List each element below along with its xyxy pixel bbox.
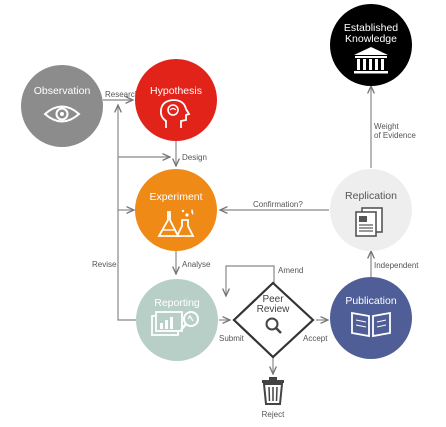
label-research: Research xyxy=(105,90,139,99)
reject-label: Reject xyxy=(262,410,285,419)
trash-bin-icon xyxy=(262,377,284,405)
label-revise: Revise xyxy=(92,260,117,269)
node-hypothesis: Hypothesis xyxy=(135,59,217,141)
label-confirmation: Confirmation? xyxy=(253,200,303,209)
observation-label: Observation xyxy=(34,85,91,97)
node-observation: Observation xyxy=(21,65,103,147)
reporting-label: Reporting xyxy=(154,297,200,309)
label-independent: Independent xyxy=(374,261,419,270)
label-amend: Amend xyxy=(278,266,303,275)
label-weight-line2: of Evidence xyxy=(374,131,416,140)
label-analyse: Analyse xyxy=(182,260,211,269)
edge-labels: Research Design Analyse Revise Submit Ac… xyxy=(92,90,419,343)
node-publication: Publication xyxy=(330,277,412,359)
eye-icon xyxy=(43,105,81,123)
edge-revise xyxy=(118,105,136,321)
experiment-label: Experiment xyxy=(149,191,202,203)
institution-building-icon xyxy=(354,47,388,74)
node-established-knowledge: Established Knowledge xyxy=(330,4,412,86)
node-reporting: Reporting xyxy=(136,279,218,361)
node-experiment: Experiment xyxy=(135,169,217,251)
documents-icon xyxy=(355,207,383,237)
node-replication: Replication xyxy=(330,169,412,251)
label-accept: Accept xyxy=(303,334,328,343)
charts-magnifier-icon xyxy=(151,311,199,336)
established-label-line1: Established xyxy=(344,22,398,34)
node-peer-review: Peer Review xyxy=(232,281,315,359)
established-label-line2: Knowledge xyxy=(345,33,397,45)
magnifier-icon xyxy=(265,317,282,334)
lab-flasks-icon xyxy=(157,209,195,237)
replication-label: Replication xyxy=(345,190,397,202)
label-design: Design xyxy=(182,153,207,162)
head-brain-icon xyxy=(159,99,191,128)
edge-amend xyxy=(226,265,275,296)
open-book-icon xyxy=(351,311,391,338)
peer-review-label-line2: Review xyxy=(257,304,291,315)
hypothesis-label: Hypothesis xyxy=(150,85,202,97)
label-weight-line1: Weight xyxy=(374,122,400,131)
peer-review-label-line1: Peer xyxy=(262,294,284,305)
node-reject: Reject xyxy=(262,377,285,419)
label-submit: Submit xyxy=(219,334,245,343)
connectors xyxy=(103,86,371,374)
publication-label: Publication xyxy=(345,295,397,307)
